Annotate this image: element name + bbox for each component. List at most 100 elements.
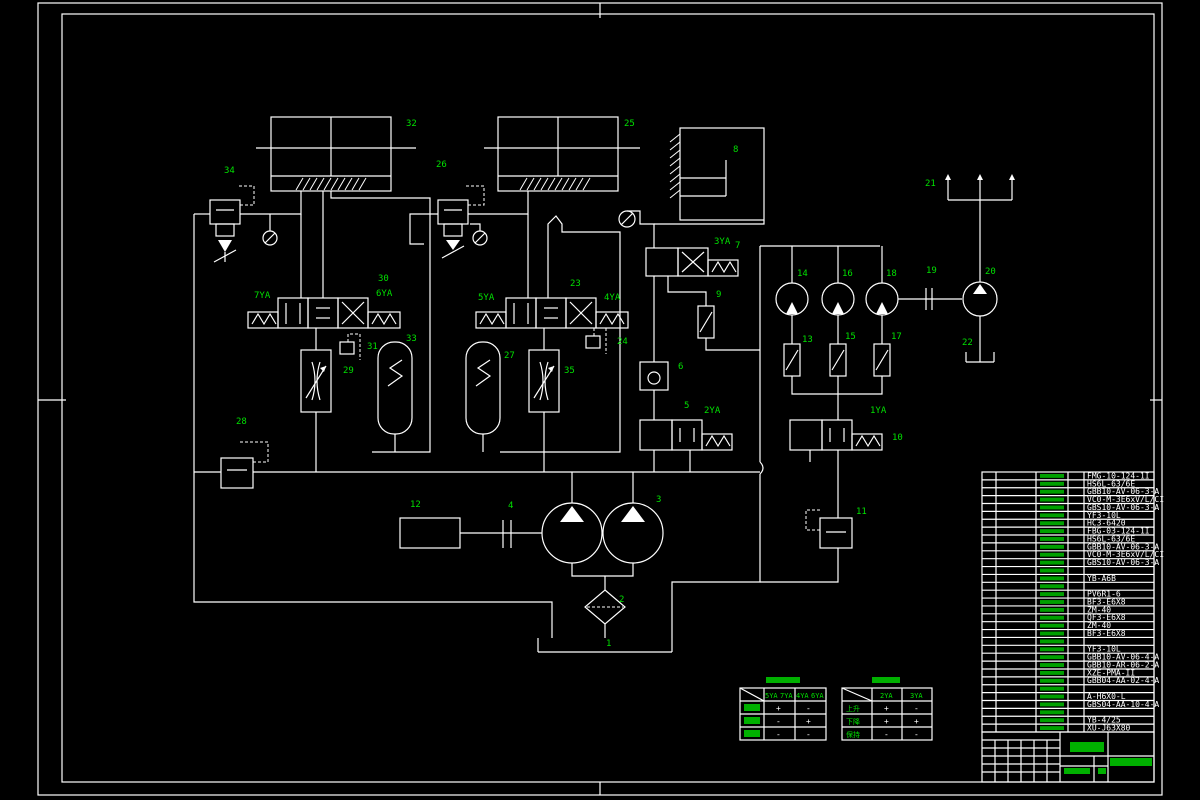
seq-right-r1c2: - (914, 704, 919, 713)
solenoid-5ya: 5YA (478, 293, 495, 303)
label-12: 12 (410, 500, 421, 510)
directional-valve-7 (645, 247, 739, 277)
tank-22 (965, 316, 995, 363)
label-24: 24 (617, 337, 628, 347)
label-11: 11 (856, 507, 867, 517)
label-3: 3 (656, 495, 661, 505)
title-block (981, 731, 1155, 783)
parts-list-row: ZM-40 (1087, 605, 1111, 614)
parts-list-row: BF3-E6X8 (1087, 597, 1126, 606)
label-8: 8 (733, 145, 738, 155)
parts-list-row: ZM-40 (1087, 621, 1111, 630)
accumulator-33 (377, 341, 413, 435)
parts-list-row: GBS10-AV-06-3-A (1087, 503, 1159, 512)
parts-list-row: GBB10-AV-06-4-A (1087, 653, 1159, 662)
label-16: 16 (842, 269, 853, 279)
label-18: 18 (886, 269, 897, 279)
seq-left-col-7ya: 7YA (780, 692, 793, 700)
pump-20 (962, 281, 998, 317)
hydraulic-motor-18 (865, 282, 899, 316)
seq-right-r1c1: + (884, 704, 889, 713)
parts-list-row: FMG-10-124-1I (1087, 471, 1150, 480)
solenoid-2ya: 2YA (704, 406, 721, 416)
solenoid-6ya: 6YA (376, 289, 393, 299)
label-25: 25 (624, 119, 635, 129)
label-9: 9 (716, 290, 721, 300)
seq-right-r2c1: + (884, 717, 889, 726)
directional-valve-10 (789, 419, 883, 451)
label-14: 14 (797, 269, 808, 279)
seq-left-col-6ya: 6YA (811, 692, 824, 700)
solenoid-7ya: 7YA (254, 291, 271, 301)
component-labels: 1 2 3 4 5 6 7 8 9 10 11 12 13 14 15 16 1… (224, 119, 996, 649)
label-20: 20 (985, 267, 996, 277)
valve-31 (339, 341, 355, 355)
label-33: 33 (406, 334, 417, 344)
seq-left-r3c2: - (806, 730, 811, 739)
label-6: 6 (678, 362, 683, 372)
parts-list-row: VC0-M-3E6xV/L/CI (1087, 550, 1164, 559)
label-35: 35 (564, 366, 575, 376)
parts-list-row: QF3-E6X8 (1087, 613, 1126, 622)
parts-list-row: VC0-M-3E6xV/L/CI (1087, 495, 1164, 504)
label-31: 31 (367, 342, 378, 352)
hydraulic-motor-14 (775, 282, 809, 316)
pipelines (193, 191, 883, 638)
label-23: 23 (570, 279, 581, 289)
label-7: 7 (735, 241, 740, 251)
label-26: 26 (436, 160, 447, 170)
hydraulic-motor-16 (821, 282, 855, 316)
cylinder-25 (484, 116, 640, 192)
parts-list-row: YF3-10L (1087, 645, 1121, 654)
seq-left-r2c1: - (776, 717, 781, 726)
parts-list-row: XZE-PMA-II (1087, 668, 1135, 677)
relief-valve-34 (209, 185, 255, 263)
check-valve-6 (639, 361, 669, 391)
seq-left-col-5ya: 5YA (765, 692, 778, 700)
accumulator-27 (465, 341, 501, 435)
solenoid-4ya: 4YA (604, 293, 621, 303)
drawing-frame (37, 2, 1163, 796)
solenoid-1ya: 1YA (870, 406, 887, 416)
coupling-19 (898, 288, 962, 310)
parts-list-row: HC3-6420 (1087, 519, 1126, 528)
label-29: 29 (343, 366, 354, 376)
pressure-valve-11 (805, 509, 853, 549)
pressure-valve-28 (220, 441, 269, 489)
solenoid-3ya: 3YA (714, 237, 731, 247)
label-22: 22 (962, 338, 973, 348)
seq-left-r2c2: + (806, 717, 811, 726)
parts-list-row: PV6R1-6 (1087, 590, 1121, 599)
seq-left-r1c2: - (806, 704, 811, 713)
parts-list-row: FBG-03-124-1I (1087, 527, 1150, 536)
tank-1 (537, 638, 673, 653)
relief-valve-35 (437, 185, 485, 259)
label-2: 2 (619, 595, 624, 605)
electric-motor-12 (399, 517, 461, 549)
parts-list: FMG-10-124-1IHS6L-63/6EGBB10-AV-06-3-AVC… (981, 471, 1164, 733)
label-13: 13 (802, 335, 813, 345)
label-5: 5 (684, 401, 689, 411)
seq-right-row-up: 上升 (846, 704, 860, 713)
seq-right-r3c1: - (884, 730, 889, 739)
parts-list-row: YB-A6B (1087, 574, 1116, 583)
directional-valve-5 (639, 419, 733, 451)
cylinder-32 (256, 116, 416, 192)
parts-list-row: HS6L-63/6E (1087, 534, 1135, 543)
label-19: 19 (926, 266, 937, 276)
parts-list-row: HS6L-63/6E (1087, 479, 1135, 488)
label-15: 15 (845, 332, 856, 342)
throttle-valve-22 (528, 349, 560, 413)
seq-right-row-down: 下降 (846, 717, 860, 726)
label-34: 34 (224, 166, 235, 176)
parts-list-row: GBB10-AV-06-3-A (1087, 542, 1159, 551)
directional-valve-30 (247, 297, 401, 329)
label-21: 21 (925, 179, 936, 189)
seq-right-r2c2: + (914, 717, 919, 726)
sequence-table-right: 2YA 3YA 上升 下降 保持 + - + + - - (841, 677, 933, 741)
label-32: 32 (406, 119, 417, 129)
label-27: 27 (504, 351, 515, 361)
throttle-valve-29 (300, 349, 332, 413)
coupling-4 (460, 520, 542, 548)
